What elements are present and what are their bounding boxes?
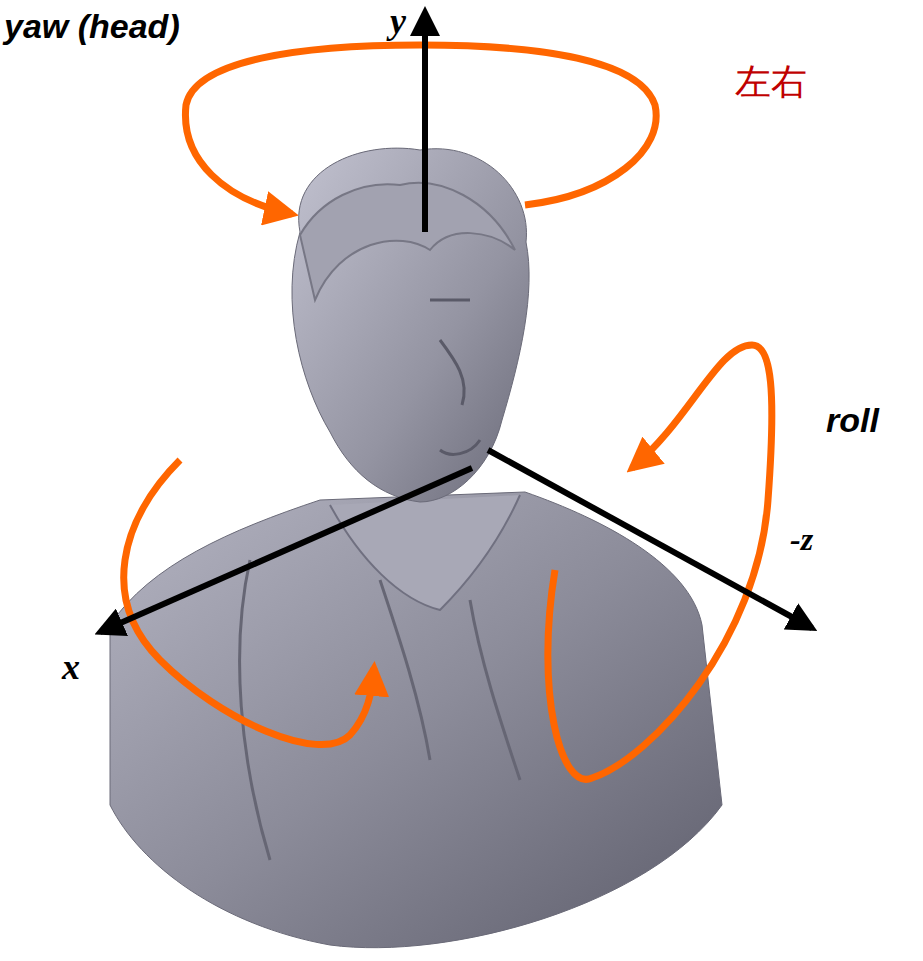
chinese-note: 左右: [735, 62, 807, 102]
hair: [300, 183, 515, 300]
axis-label: -z: [790, 522, 813, 557]
coat-folds: [240, 560, 520, 860]
axis-label: x: [62, 648, 80, 688]
bust-head: [292, 148, 529, 502]
y-axis: [422, 12, 428, 232]
face-details: [430, 300, 480, 454]
cravat: [330, 495, 520, 610]
z-axis: [488, 450, 812, 628]
x-axis: [100, 468, 472, 632]
bust-body: [110, 492, 722, 948]
roll-arrow: [548, 345, 772, 779]
yaw-label: yaw (head): [4, 8, 180, 45]
roll-label: roll: [826, 402, 879, 439]
axis-label: y: [390, 2, 406, 42]
